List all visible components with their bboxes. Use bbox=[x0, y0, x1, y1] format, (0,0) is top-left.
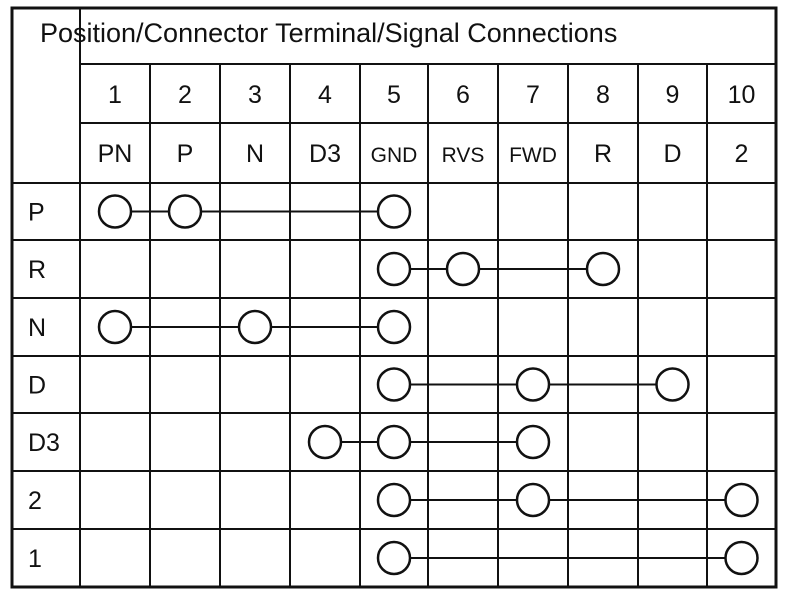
table-title: Position/Connector Terminal/Signal Conne… bbox=[40, 18, 617, 48]
column-signal: N bbox=[246, 140, 264, 168]
column-signal: P bbox=[177, 140, 194, 168]
column-signal: FWD bbox=[509, 144, 557, 167]
column-number: 8 bbox=[596, 81, 610, 109]
terminal-node bbox=[445, 251, 481, 287]
terminal-node bbox=[376, 540, 412, 576]
terminal-node bbox=[655, 367, 690, 402]
column-number: 1 bbox=[108, 81, 122, 109]
column-number: 4 bbox=[318, 81, 332, 109]
column-number: 6 bbox=[456, 81, 470, 109]
column-signal: GND bbox=[371, 144, 418, 167]
column-signal: PN bbox=[98, 140, 133, 168]
column-signal: 2 bbox=[735, 140, 749, 168]
column-number: 3 bbox=[248, 81, 262, 109]
connection-row bbox=[376, 540, 759, 576]
column-signal: R bbox=[594, 140, 612, 168]
connection-row bbox=[97, 309, 412, 345]
terminal-node bbox=[376, 251, 412, 287]
row-label: N bbox=[28, 314, 46, 342]
column-number: 7 bbox=[526, 81, 540, 109]
terminal-node bbox=[585, 251, 621, 287]
connection-row bbox=[376, 251, 621, 287]
terminal-node bbox=[307, 424, 343, 460]
row-label: D3 bbox=[28, 429, 60, 457]
connection-row bbox=[307, 424, 551, 460]
terminal-node bbox=[724, 482, 759, 518]
connections bbox=[97, 194, 759, 576]
terminal-node bbox=[376, 194, 412, 229]
terminal-node bbox=[515, 367, 551, 402]
row-label: 2 bbox=[28, 487, 42, 515]
row-label: P bbox=[28, 199, 45, 227]
column-number: 2 bbox=[178, 81, 192, 109]
row-label: R bbox=[28, 256, 46, 284]
connection-row bbox=[97, 194, 412, 229]
terminal-node bbox=[167, 194, 203, 229]
terminal-node bbox=[376, 424, 412, 460]
column-number: 5 bbox=[387, 81, 401, 109]
column-signal: D3 bbox=[309, 140, 341, 168]
row-labels: P R N D D3 2 1 bbox=[28, 199, 60, 574]
terminal-node bbox=[515, 424, 551, 460]
column-signal: D bbox=[663, 140, 681, 168]
terminal-node bbox=[376, 367, 412, 402]
connection-row bbox=[376, 367, 690, 402]
terminal-node bbox=[237, 309, 273, 345]
column-signal: RVS bbox=[442, 144, 485, 167]
terminal-node bbox=[515, 482, 551, 518]
terminal-node bbox=[724, 540, 759, 576]
row-label: 1 bbox=[28, 545, 42, 573]
row-label: D bbox=[28, 372, 46, 400]
terminal-node bbox=[97, 309, 133, 345]
connection-row bbox=[376, 482, 759, 518]
terminal-node bbox=[376, 309, 412, 345]
terminal-node bbox=[376, 482, 412, 518]
column-number: 10 bbox=[728, 81, 756, 109]
terminal-node bbox=[97, 194, 133, 229]
column-number: 9 bbox=[666, 81, 680, 109]
